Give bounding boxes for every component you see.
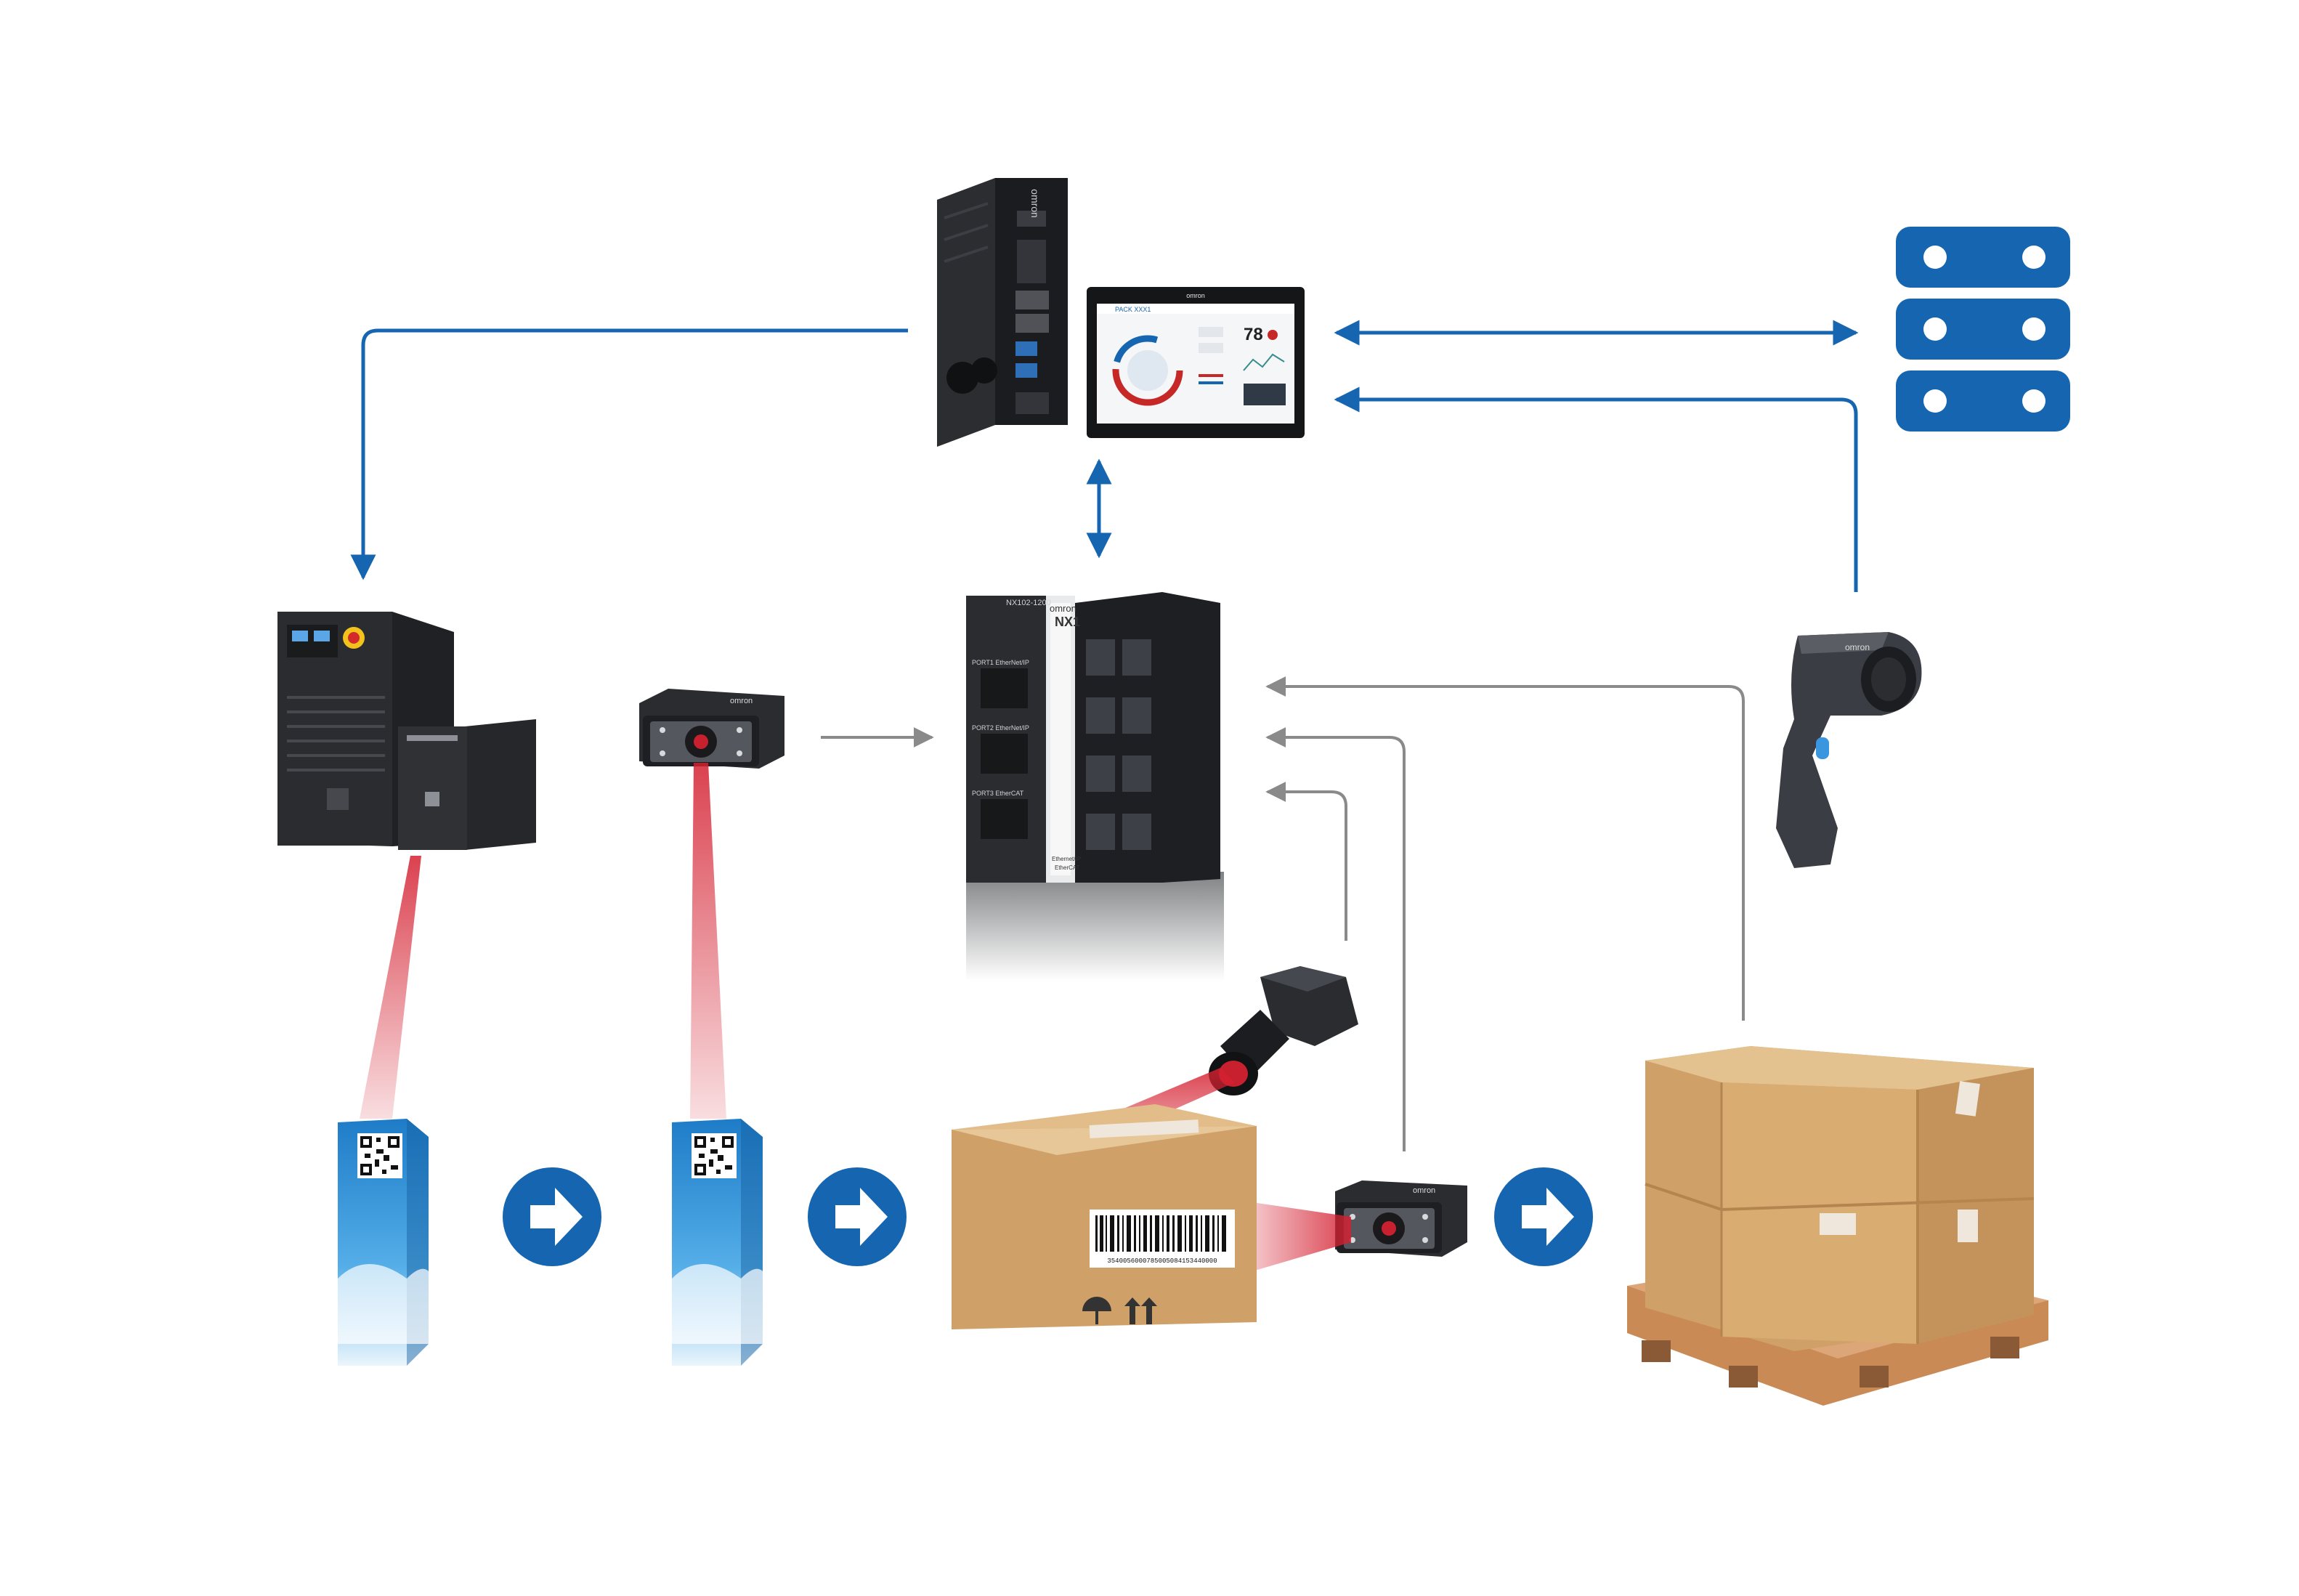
machine-vision-camera	[1209, 966, 1358, 1095]
coding-printer	[277, 612, 536, 850]
plc-port2-label: PORT2 EtherNet/IP	[972, 724, 1029, 732]
loaded-pallet	[1627, 1046, 2048, 1406]
flow-arrow-icon-1	[503, 1167, 601, 1266]
scanner-brand-label: omron	[1845, 642, 1870, 652]
plc-controller: NX102-1200 omron NX1 PORT1 EtherNet/IP P…	[966, 592, 1224, 981]
flow-arrow-icon-2	[808, 1167, 907, 1266]
laser-beam-camera1	[690, 763, 726, 1119]
barcode-scanner: omron	[1776, 632, 1922, 868]
server-stack-icon	[1896, 227, 2070, 432]
camera2-brand-label: omron	[1413, 1186, 1435, 1195]
plc-bottom-label-1: Ethernet/IP	[1052, 856, 1081, 862]
pallet-boxes	[1645, 1046, 2035, 1351]
plc-port3-label: PORT3 EtherCAT	[972, 790, 1024, 797]
flow-arrow-icon-3	[1494, 1167, 1593, 1266]
shipping-box: 3540056000785005084153440000	[952, 1104, 1257, 1329]
laser-beam-camera3	[1228, 1199, 1351, 1279]
plc-port1-label: PORT1 EtherNet/IP	[972, 659, 1029, 666]
camera1-brand-label: omron	[730, 697, 753, 705]
this-way-up-icon	[1124, 1297, 1157, 1324]
milk-carton-2	[672, 1119, 763, 1366]
hmi-reading: 78	[1244, 325, 1263, 344]
scanner-to-hmi-line	[1334, 386, 1858, 592]
plc-model-label: NX1	[1055, 615, 1080, 629]
umbrella-icon	[1082, 1297, 1111, 1324]
ipc-to-printer-line	[350, 328, 908, 580]
camera3-to-plc-line	[1265, 727, 1406, 1151]
hmi-brand-label: omron	[1186, 292, 1205, 299]
hmi-title: PACK XXX1	[1115, 306, 1151, 313]
smart-camera-2: omron	[1335, 1180, 1467, 1257]
ipc-brand-label: omron	[1029, 189, 1041, 218]
plc-bottom-label-2: EtherCAT	[1055, 864, 1080, 871]
hmi-touch-panel: PACK XXX1 omron 78	[1087, 287, 1305, 438]
industrial-pc: omron	[937, 178, 1068, 447]
laser-beam-printer	[360, 856, 421, 1119]
milk-carton-1	[338, 1119, 429, 1366]
plc-brand-label: omron	[1050, 603, 1076, 614]
barcode-label: 3540056000785005084153440000	[1090, 1210, 1235, 1268]
smart-camera-1: omron	[639, 689, 784, 769]
plc-part-label: NX102-1200	[1006, 599, 1051, 607]
camera2-to-plc-line	[1265, 782, 1347, 941]
scanner-to-plc-line	[1265, 676, 1745, 1021]
barcode-number: 3540056000785005084153440000	[1107, 1257, 1217, 1265]
